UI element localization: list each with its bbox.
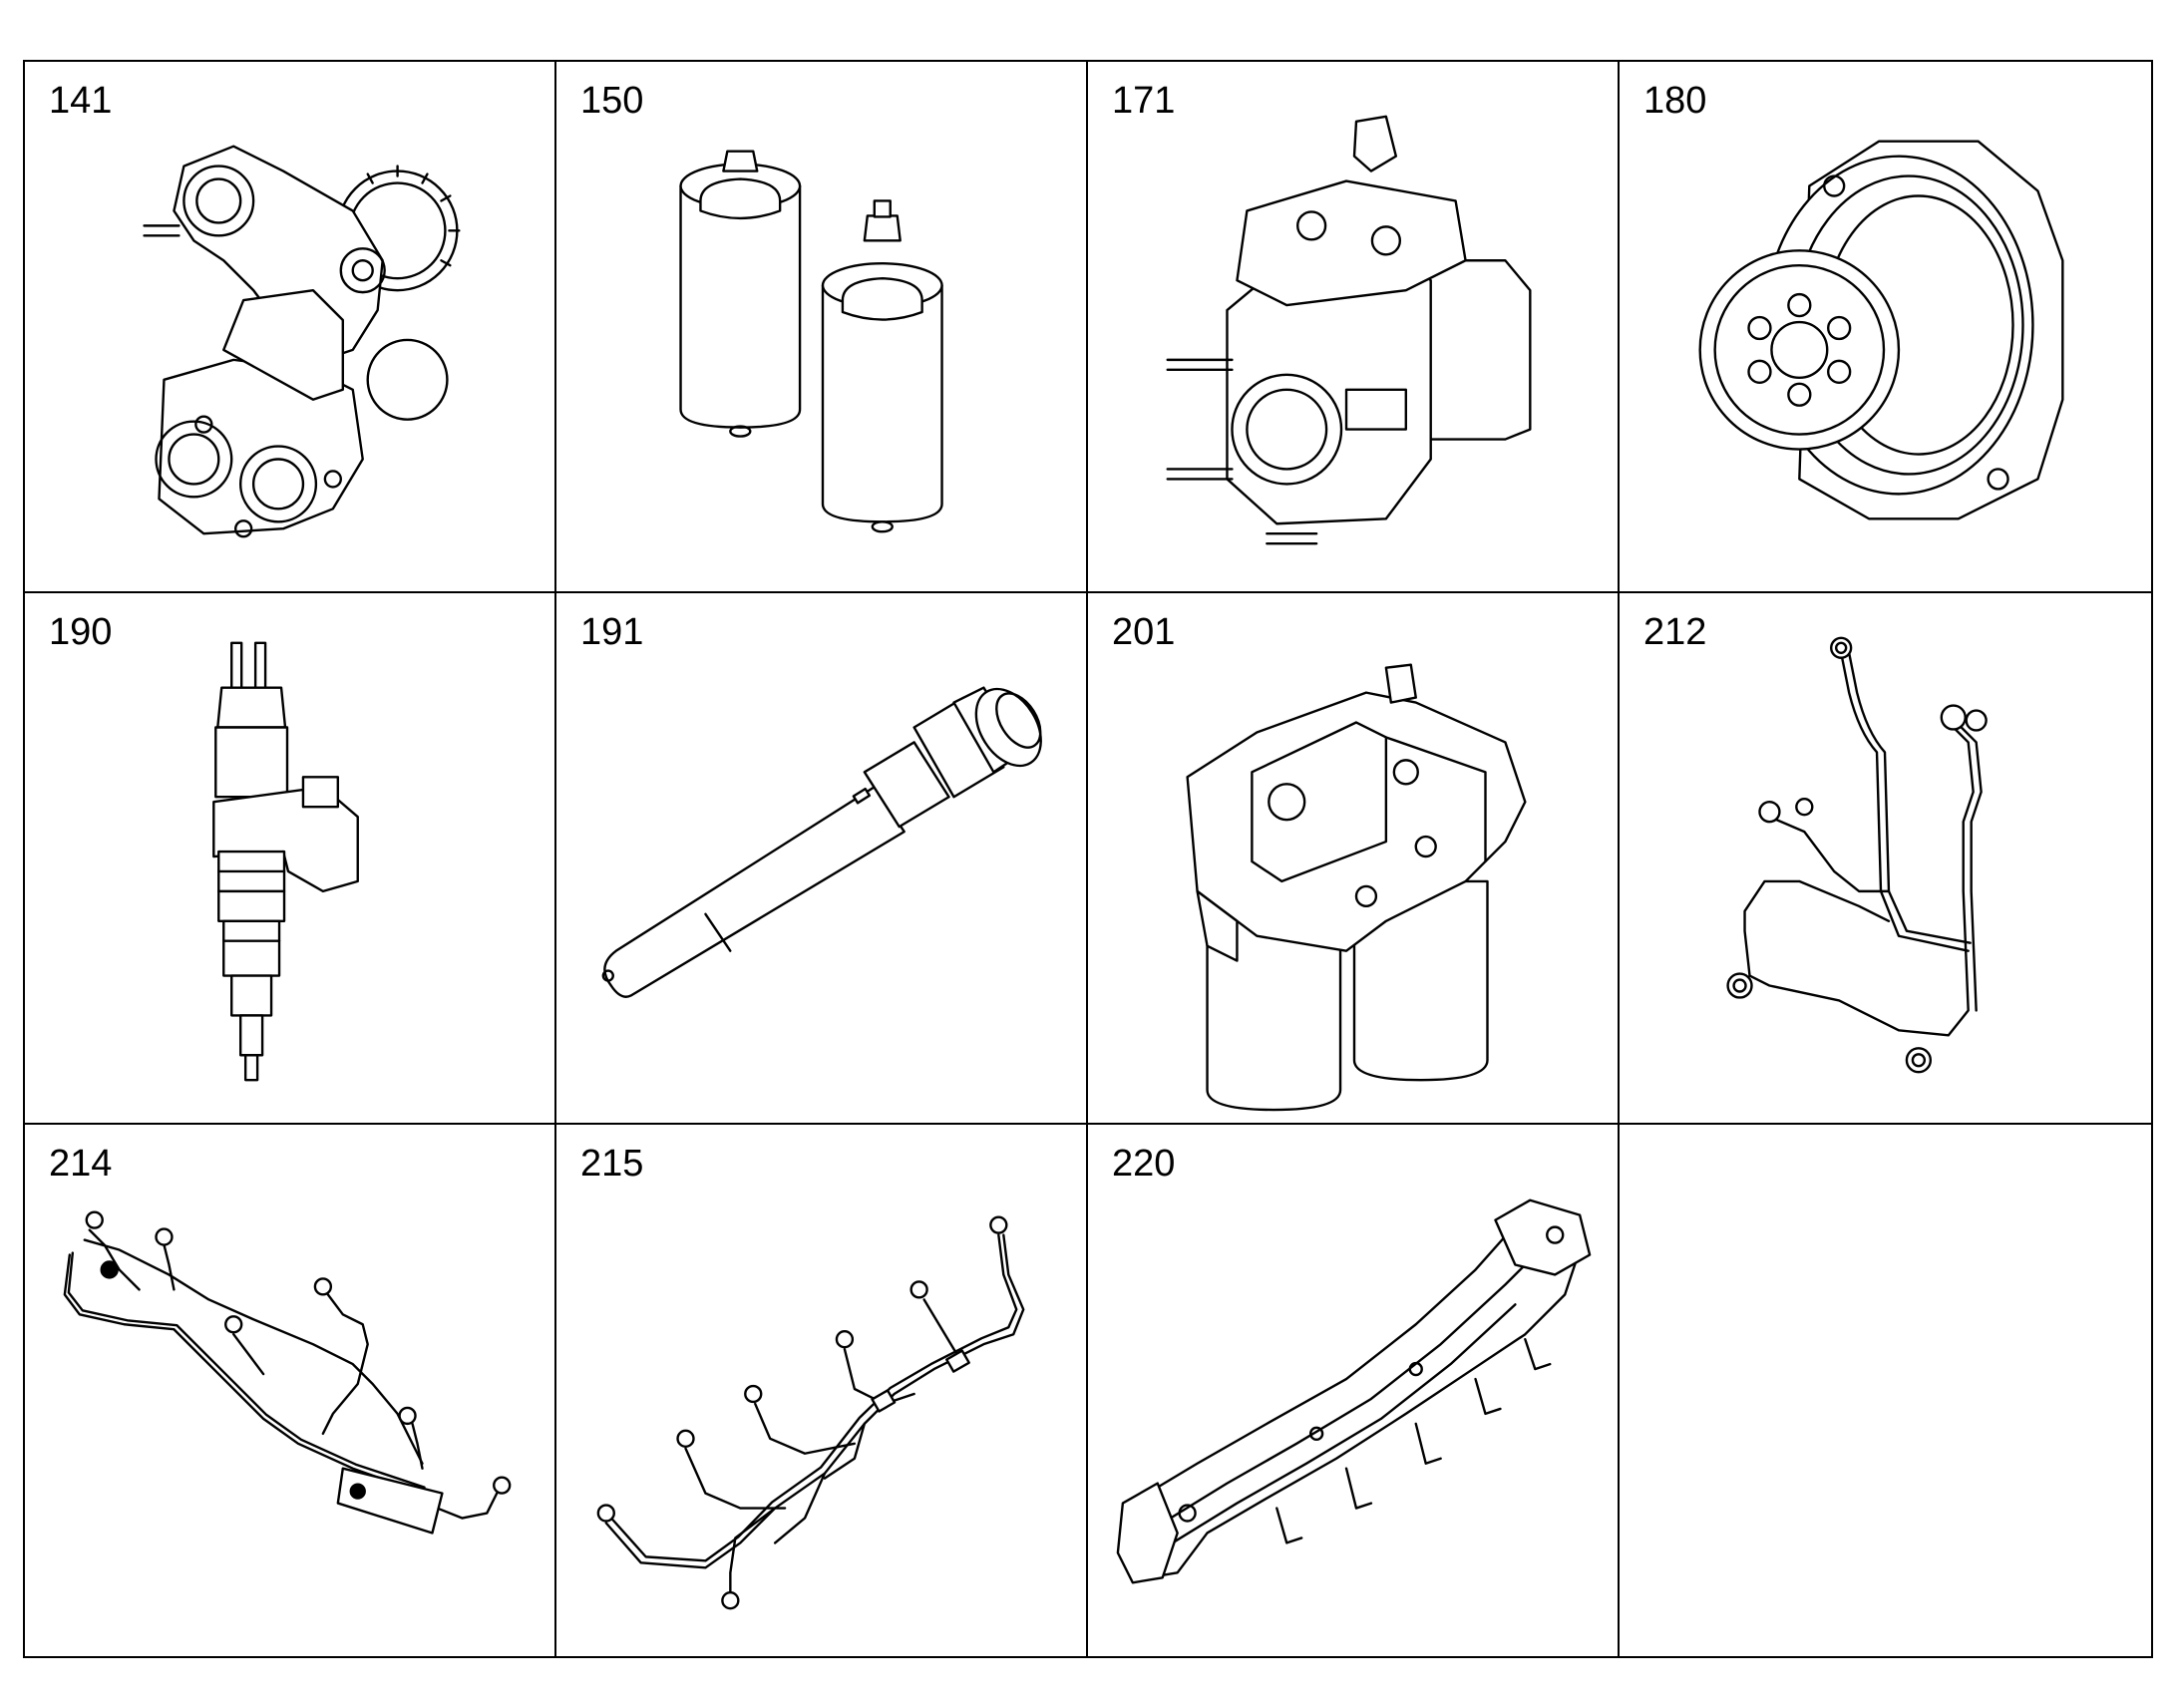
fuel-filter-housing-icon bbox=[1186, 663, 1527, 1112]
fuel-filter-pair-icon bbox=[679, 150, 943, 533]
part-cell-191[interactable]: 191 bbox=[556, 593, 1088, 1125]
empty-cell bbox=[1620, 1125, 2151, 1656]
part-number: 212 bbox=[1643, 611, 1707, 653]
part-number: 180 bbox=[1643, 80, 1707, 122]
part-number: 214 bbox=[49, 1143, 113, 1185]
injector-sleeve-icon bbox=[601, 686, 1042, 998]
part-cell-171[interactable]: 171 bbox=[1088, 62, 1620, 593]
fuel-pump-icon bbox=[1166, 115, 1532, 545]
part-number: 171 bbox=[1112, 80, 1176, 122]
injector-wiring-harness-icon bbox=[596, 1215, 1025, 1610]
part-cell-214[interactable]: 214 bbox=[25, 1125, 556, 1656]
part-cell-215[interactable]: 215 bbox=[556, 1125, 1088, 1656]
part-number: 201 bbox=[1112, 611, 1176, 653]
part-number: 141 bbox=[49, 80, 113, 122]
part-cell-212[interactable]: 212 bbox=[1620, 593, 2151, 1125]
parts-grid: 141 150 bbox=[23, 60, 2153, 1658]
engine-wiring-harness-icon bbox=[63, 1210, 512, 1535]
part-number: 190 bbox=[49, 611, 113, 653]
intake-manifold-icon bbox=[1116, 1198, 1592, 1584]
oil-pump-gear-housing-icon bbox=[143, 145, 461, 538]
part-number: 215 bbox=[580, 1143, 644, 1185]
drive-gear-hub-icon bbox=[1698, 140, 2064, 520]
part-cell-180[interactable]: 180 bbox=[1620, 62, 2151, 593]
fuel-injector-icon bbox=[212, 641, 359, 1082]
part-cell-150[interactable]: 150 bbox=[556, 62, 1088, 593]
part-number: 150 bbox=[580, 80, 644, 122]
part-cell-190[interactable]: 190 bbox=[25, 593, 556, 1125]
small-wiring-harness-icon bbox=[1726, 636, 1988, 1074]
part-cell-141[interactable]: 141 bbox=[25, 62, 556, 593]
part-number: 220 bbox=[1112, 1143, 1176, 1185]
part-number: 191 bbox=[580, 611, 644, 653]
part-cell-201[interactable]: 201 bbox=[1088, 593, 1620, 1125]
part-cell-220[interactable]: 220 bbox=[1088, 1125, 1620, 1656]
